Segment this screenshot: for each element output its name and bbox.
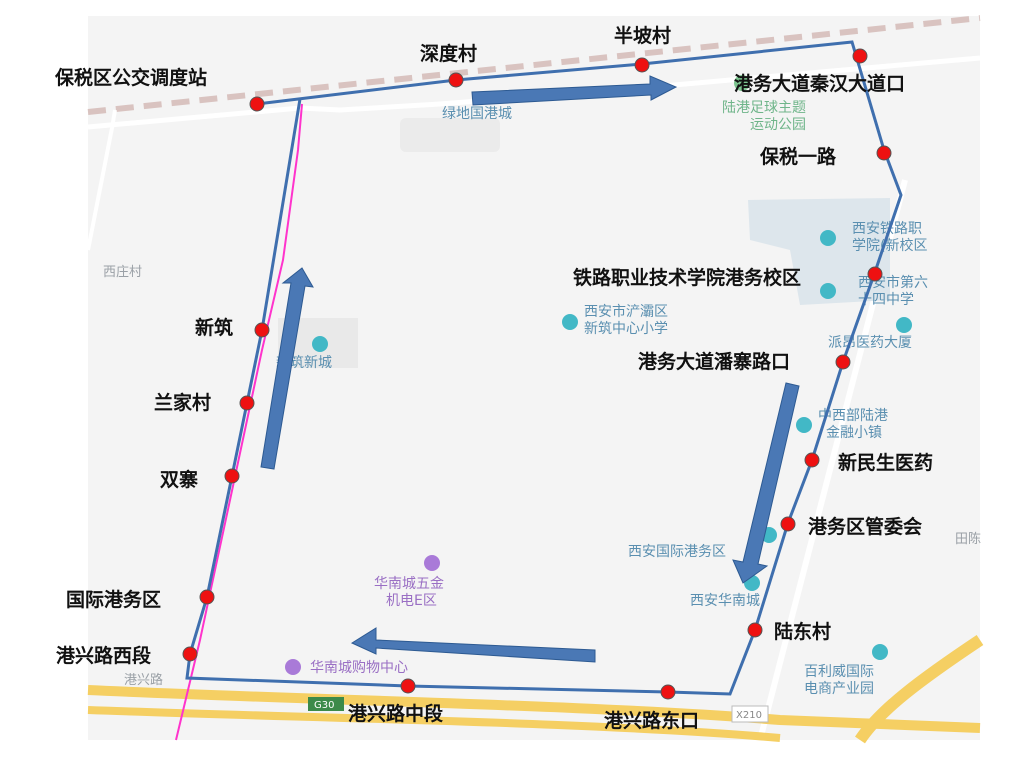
school-icon xyxy=(820,230,836,246)
bus-stop[interactable]: 港兴路西段 xyxy=(56,644,198,667)
direction-arrow-west xyxy=(350,627,596,663)
stop-marker[interactable] xyxy=(634,57,650,73)
stop-label: 国际港务区 xyxy=(66,588,161,611)
bus-stop[interactable]: 兰家村 xyxy=(154,391,255,414)
bus-stop[interactable]: 港务大道秦汉大道口 xyxy=(734,48,905,95)
stop-marker[interactable] xyxy=(448,72,464,88)
road-shield xyxy=(731,705,769,723)
stop-marker[interactable] xyxy=(224,468,240,484)
bus-stop[interactable]: 港务区管委会 xyxy=(780,515,922,538)
bus-stop[interactable]: 半坡村 xyxy=(614,24,671,73)
poi-label: 中西部陆港 xyxy=(818,408,888,424)
bus-stop[interactable]: 铁路职业技术学院港务校区 xyxy=(573,266,883,289)
railway xyxy=(87,15,981,115)
bus-stop[interactable]: 新筑 xyxy=(195,316,270,339)
poi-label: 百利威国际 xyxy=(804,664,874,680)
stop-label: 新筑 xyxy=(195,316,233,339)
poi-label: 电商产业园 xyxy=(804,681,874,697)
stop-label: 陆东村 xyxy=(774,620,831,643)
poi-label: 西安华南城 xyxy=(690,593,760,609)
bus-stop[interactable]: 保税一路 xyxy=(759,145,892,168)
stop-marker[interactable] xyxy=(400,678,416,694)
stop-label: 兰家村 xyxy=(154,391,211,414)
road-label: 港兴路 xyxy=(124,672,163,688)
stop-marker[interactable] xyxy=(182,646,198,662)
place-label: 田陈 xyxy=(955,531,981,547)
stop-label: 新民生医药 xyxy=(838,451,933,474)
stop-marker[interactable] xyxy=(852,48,868,64)
stop-marker[interactable] xyxy=(747,622,763,638)
stop-marker[interactable] xyxy=(199,589,215,605)
stop-marker[interactable] xyxy=(249,96,265,112)
road xyxy=(86,109,117,251)
poi-label: 华南城购物中心 xyxy=(310,660,408,676)
stop-marker[interactable] xyxy=(254,322,270,338)
poi-label: 新筑中心小学 xyxy=(584,321,668,337)
bus-stop[interactable]: 港务大道潘寨路口 xyxy=(638,350,851,373)
building-icon xyxy=(796,417,812,433)
direction-arrow-north xyxy=(260,267,314,470)
poi-label: 机电E区 xyxy=(386,593,437,609)
shopping-icon xyxy=(285,659,301,675)
campus-area xyxy=(748,198,890,305)
stop-label: 港兴路西段 xyxy=(56,644,152,667)
map-background xyxy=(88,16,980,740)
stop-label: 双寨 xyxy=(160,468,198,491)
bus-stop[interactable]: 港兴路东口 xyxy=(604,684,699,732)
highway-ramp xyxy=(855,635,984,744)
highway-shield xyxy=(308,697,344,711)
stop-label: 港务大道秦汉大道口 xyxy=(734,72,905,95)
direction-arrow-east xyxy=(471,75,678,106)
stop-marker[interactable] xyxy=(660,684,676,700)
direction-arrow-south xyxy=(732,382,800,584)
poi-label: 金融小镇 xyxy=(826,425,882,441)
highway-shield-label: G30 xyxy=(314,700,334,711)
stop-marker[interactable] xyxy=(835,354,851,370)
poi-label: 西庄村 xyxy=(103,264,142,280)
stop-label: 港务区管委会 xyxy=(808,515,922,538)
bus-stop[interactable]: 港兴路中段 xyxy=(348,678,444,725)
road xyxy=(87,55,981,130)
building-icon xyxy=(896,317,912,333)
poi-label: 西安国际港务区 xyxy=(628,544,726,560)
stop-marker[interactable] xyxy=(867,266,883,282)
bus-stop[interactable]: 陆东村 xyxy=(747,620,831,643)
school-icon xyxy=(820,283,836,299)
stop-label: 半坡村 xyxy=(614,24,671,47)
bus-stop[interactable]: 深度村 xyxy=(420,42,477,88)
park-icon xyxy=(734,75,750,91)
bus-stop[interactable]: 双寨 xyxy=(160,468,240,491)
stop-label: 港兴路东口 xyxy=(604,709,699,732)
poi-label: 西安市浐灞区 xyxy=(584,303,668,320)
stop-label: 港兴路中段 xyxy=(348,702,444,725)
poi-label: 派昂医药大厦 xyxy=(828,335,912,351)
stop-marker[interactable] xyxy=(804,452,820,468)
bus-stop[interactable]: 国际港务区 xyxy=(66,588,215,611)
building-icon xyxy=(312,336,328,352)
poi-label: 运动公园 xyxy=(750,117,806,133)
stop-label: 保税区公交调度站 xyxy=(54,66,207,89)
stop-label: 铁路职业技术学院港务校区 xyxy=(573,266,801,289)
stop-label: 港务大道潘寨路口 xyxy=(638,350,790,373)
stop-marker[interactable] xyxy=(239,395,255,411)
stop-label: 深度村 xyxy=(420,42,477,65)
bus-stop[interactable]: 新民生医药 xyxy=(804,451,933,474)
secondary-route-line xyxy=(175,103,303,741)
road-shield-label: X210 xyxy=(736,710,762,721)
poi-label: 绿地国港城 xyxy=(442,106,512,122)
block xyxy=(400,118,500,152)
bus-stop[interactable]: 保税区公交调度站 xyxy=(54,66,265,112)
shopping-icon xyxy=(424,555,440,571)
building-icon xyxy=(872,644,888,660)
stop-marker[interactable] xyxy=(780,516,796,532)
stop-marker[interactable] xyxy=(876,145,892,161)
stop-label: 保税一路 xyxy=(759,145,837,168)
poi-label: 学院(新校区 xyxy=(852,237,927,254)
school-icon xyxy=(562,314,578,330)
poi-label: 西安铁路职 xyxy=(852,221,922,237)
poi-label: 华南城五金 xyxy=(374,576,444,592)
poi-label: 十四中学 xyxy=(858,292,914,308)
poi-label: 陆港足球主题 xyxy=(722,100,806,116)
